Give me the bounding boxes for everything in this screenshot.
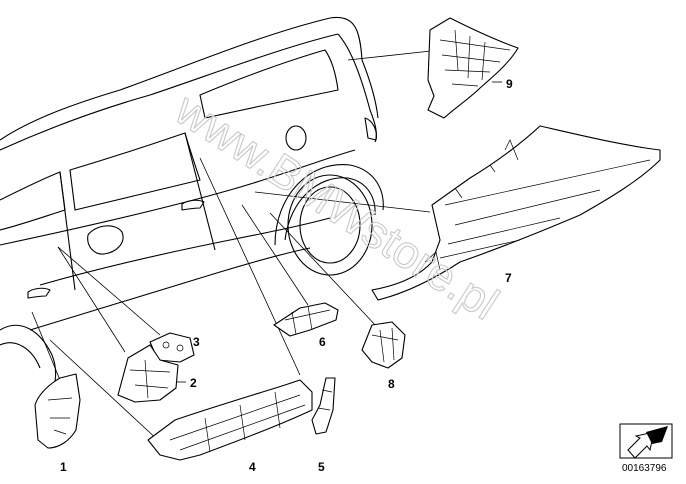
callout-3: 3 [193, 335, 200, 349]
callout-1: 1 [60, 460, 67, 474]
callout-5: 5 [318, 460, 325, 474]
callout-labels: 9 7 6 8 3 2 1 4 5 [60, 77, 513, 474]
part-8 [361, 321, 406, 369]
callout-7: 7 [505, 271, 512, 285]
diagram-id-box: 00163796 [619, 423, 673, 474]
diagram-number: 00163796 [622, 463, 667, 474]
callout-2: 2 [190, 376, 197, 390]
part-5 [311, 377, 336, 435]
leader-lines [31, 49, 502, 443]
arrow-icon [627, 426, 668, 459]
part-2 [117, 344, 179, 403]
part-7 [371, 125, 661, 301]
part-4 [147, 379, 313, 461]
callout-8: 8 [388, 377, 395, 391]
callout-6: 6 [319, 335, 326, 349]
callout-4: 4 [249, 460, 256, 474]
callout-9: 9 [506, 77, 513, 91]
part-6 [273, 302, 339, 337]
part-9 [427, 17, 519, 119]
part-1 [34, 373, 81, 449]
